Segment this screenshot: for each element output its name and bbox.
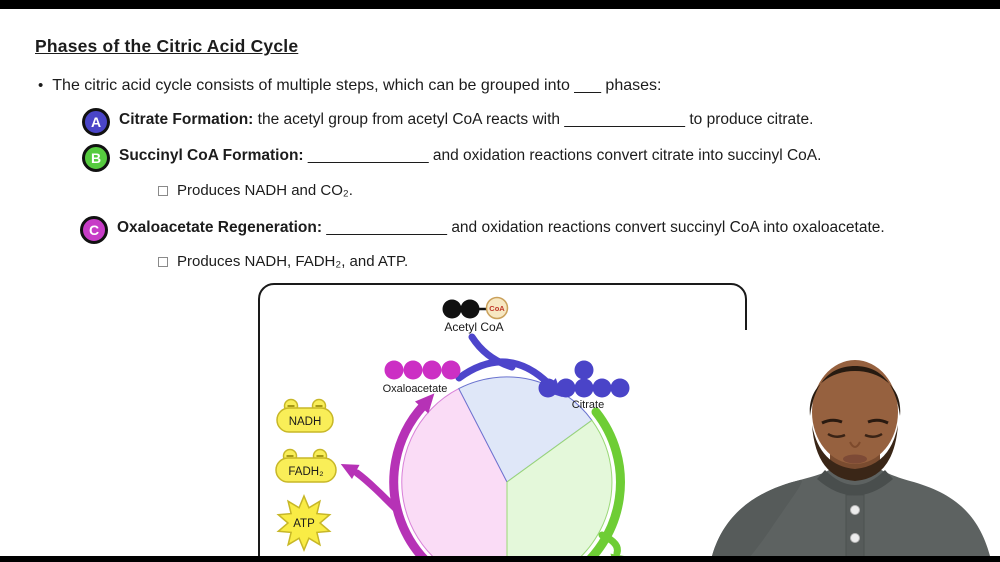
shirt-collar bbox=[817, 470, 893, 496]
shirt-button bbox=[850, 533, 860, 543]
shirt-placket bbox=[845, 494, 865, 556]
magenta-cycle-arrow bbox=[340, 393, 435, 562]
citrate-label: Citrate bbox=[572, 399, 604, 411]
shoulder-shade bbox=[712, 479, 802, 556]
phase-a-badge: A bbox=[82, 108, 110, 136]
phase-b-description: ______________ and oxidation reactions c… bbox=[303, 147, 822, 164]
atp-star-icon bbox=[276, 494, 332, 552]
phase-a-wedge bbox=[458, 376, 593, 483]
fadh2-label: FADH₂ bbox=[288, 466, 323, 478]
intro-bullet-text: The citric acid cycle consists of multip… bbox=[52, 77, 662, 94]
oxaloacetate-molecule: Oxaloacetate bbox=[383, 360, 461, 395]
nose bbox=[849, 441, 861, 448]
phase-b-wedge bbox=[506, 419, 613, 562]
cycle-pie bbox=[401, 376, 613, 562]
face bbox=[812, 360, 898, 464]
instructor-webcam bbox=[700, 330, 1000, 556]
mouth bbox=[843, 454, 867, 464]
nadh-label: NADH bbox=[289, 416, 322, 428]
oxaloacetate-label: Oxaloacetate bbox=[383, 383, 448, 395]
beard bbox=[812, 425, 898, 481]
phase-c-badge: C bbox=[80, 216, 108, 244]
phase-b-badge: B bbox=[82, 144, 110, 172]
phase-a-text: Citrate Formation: the acetyl group from… bbox=[119, 108, 813, 129]
magenta-arrowhead-icon bbox=[414, 393, 435, 414]
phase-c-name: Oxaloacetate Regeneration: bbox=[117, 219, 323, 236]
square-bullet-icon bbox=[158, 185, 168, 196]
right-eye-closed bbox=[864, 432, 883, 438]
carbon-ball-icon bbox=[460, 299, 480, 319]
instructor-body bbox=[712, 468, 990, 556]
nadh-product: NADH bbox=[276, 398, 334, 433]
magenta-branch-arrowhead-icon bbox=[340, 463, 360, 480]
phase-c-text: Oxaloacetate Regeneration: _____________… bbox=[117, 216, 885, 237]
citrate-molecule: Citrate bbox=[538, 360, 630, 411]
phase-b-row: B Succinyl CoA Formation: ______________… bbox=[82, 144, 821, 172]
atp-label: ATP bbox=[293, 518, 315, 530]
instructor-head bbox=[809, 360, 901, 481]
square-bullet-icon bbox=[158, 256, 168, 267]
phase-a-row: A Citrate Formation: the acetyl group fr… bbox=[82, 108, 813, 136]
atp-product: ATP bbox=[276, 494, 332, 552]
left-eye-closed bbox=[827, 432, 846, 438]
phase-a-name: Citrate Formation: bbox=[119, 111, 254, 128]
phase-c-row: C Oxaloacetate Regeneration: ___________… bbox=[80, 216, 885, 244]
phase-a-description: the acetyl group from acetyl CoA reacts … bbox=[253, 111, 814, 128]
phase-c-note: Produces NADH, FADH₂, and ATP. bbox=[158, 253, 408, 270]
shirt-button bbox=[850, 505, 860, 515]
page-title: Phases of the Citric Acid Cycle bbox=[35, 36, 299, 56]
citric-acid-cycle-diagram: CoA Acetyl CoA Oxaloacetate Citrate bbox=[258, 283, 747, 562]
cycle-diagram-svg: CoA Acetyl CoA Oxaloacetate Citrate bbox=[275, 296, 630, 562]
phase-b-name: Succinyl CoA Formation: bbox=[119, 147, 304, 164]
fadh2-product: FADH₂ bbox=[275, 448, 337, 483]
acetyl-coa-molecule: CoA Acetyl CoA bbox=[442, 296, 509, 334]
carbon-ball-icon bbox=[442, 299, 462, 319]
phase-c-note-text: Produces NADH, FADH₂, and ATP. bbox=[177, 253, 409, 270]
right-eyebrow bbox=[867, 418, 889, 425]
coa-tag-label: CoA bbox=[489, 304, 505, 313]
phase-b-note: Produces NADH and CO₂. bbox=[158, 182, 353, 199]
phase-c-description: ______________ and oxidation reactions c… bbox=[322, 219, 885, 236]
coa-ball-icon bbox=[485, 296, 509, 320]
letterbox-bottom bbox=[0, 556, 1000, 562]
letterbox-top bbox=[0, 0, 1000, 9]
bullet-icon: • bbox=[38, 77, 44, 94]
left-eyebrow bbox=[821, 418, 843, 425]
acetyl-coa-label: Acetyl CoA bbox=[444, 320, 503, 334]
intro-bullet: • The citric acid cycle consists of multi… bbox=[38, 77, 661, 95]
phase-b-text: Succinyl CoA Formation: ______________ a… bbox=[119, 144, 821, 165]
phase-b-note-text: Produces NADH and CO₂. bbox=[177, 182, 353, 199]
